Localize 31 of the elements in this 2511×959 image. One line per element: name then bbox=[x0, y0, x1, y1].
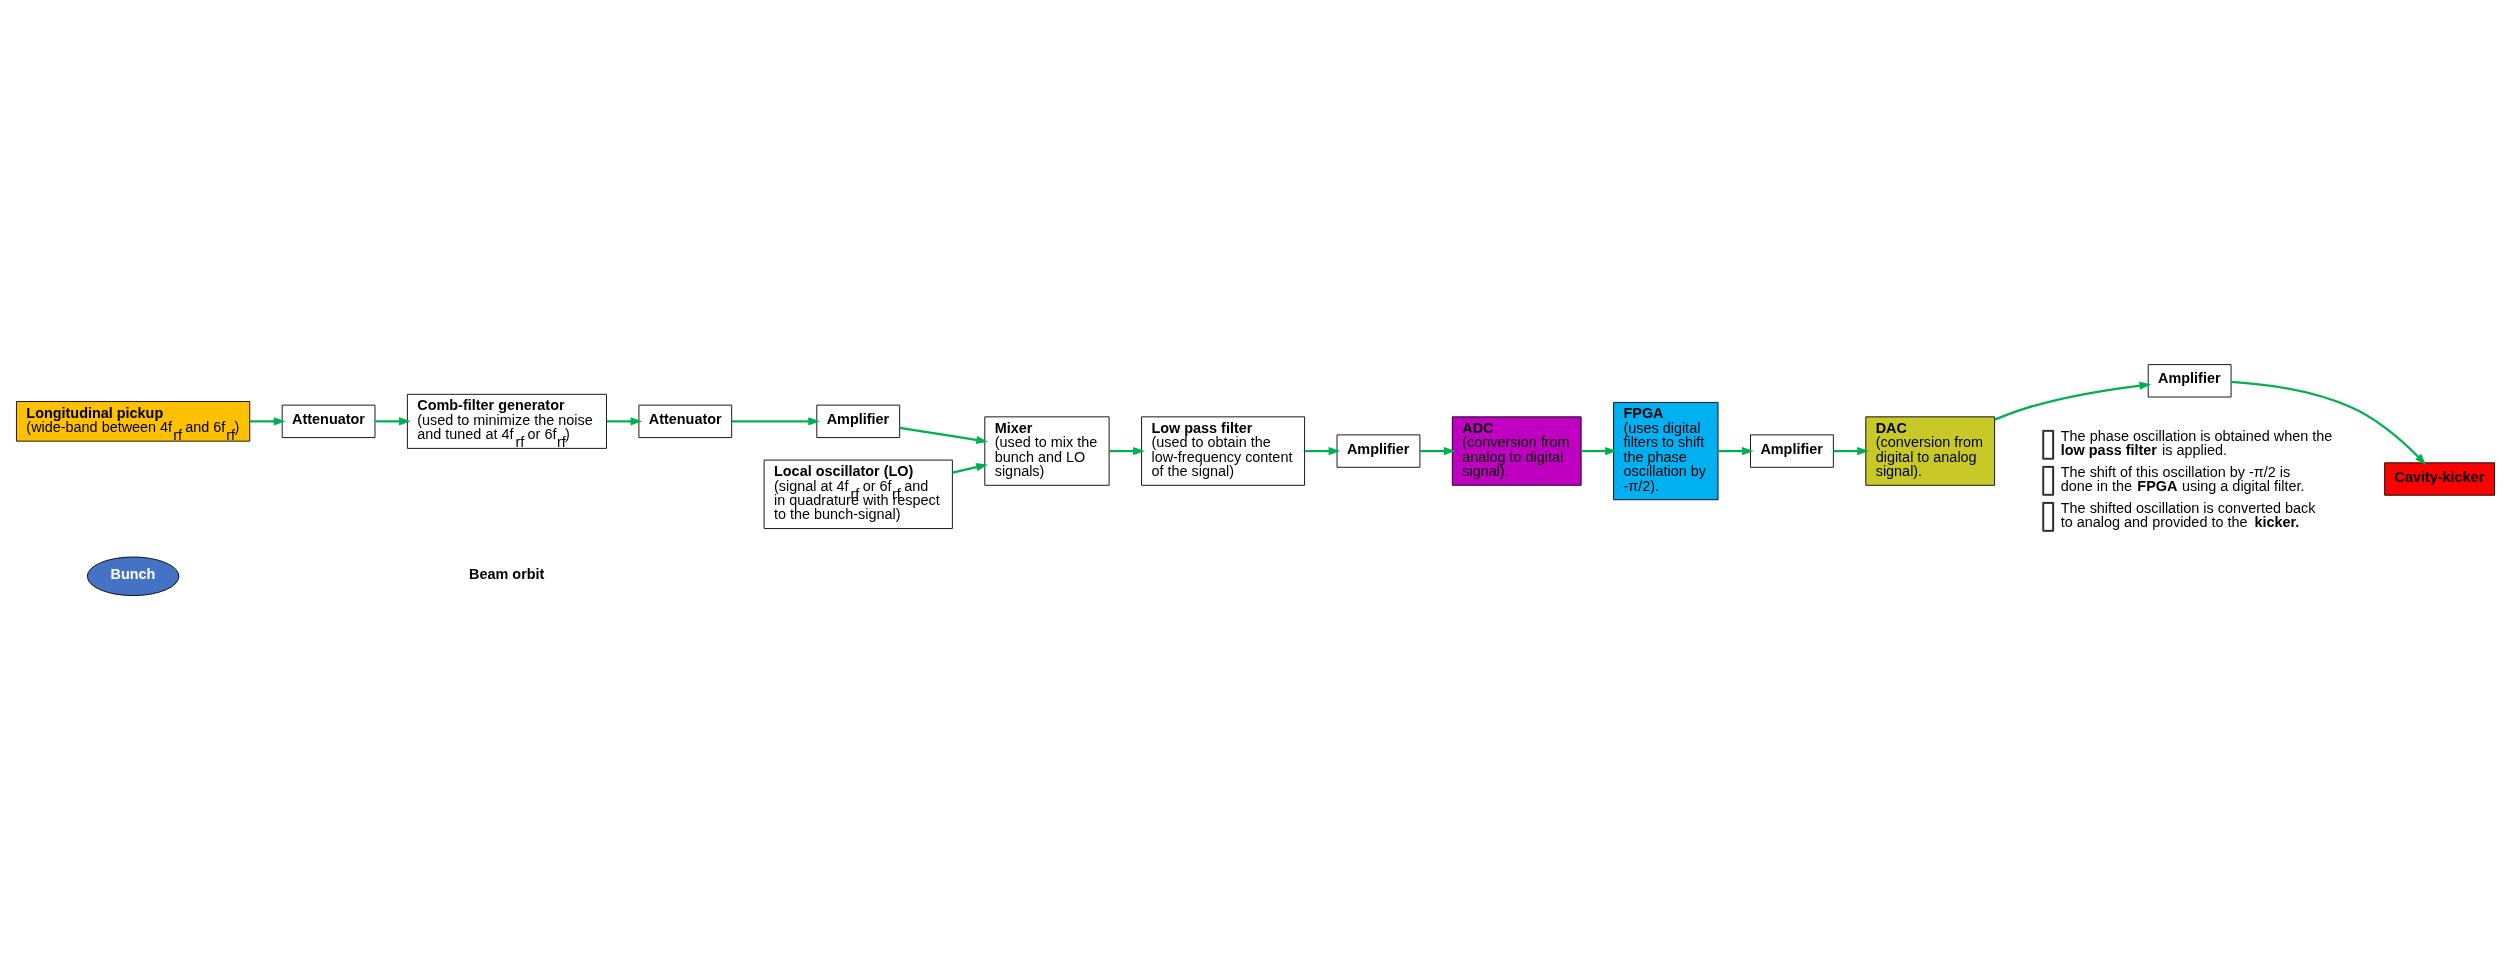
arrow bbox=[1304, 446, 1341, 455]
node-box: DAC (conversion from digital to analog signal). bbox=[1865, 415, 1996, 486]
arrow bbox=[1581, 446, 1617, 455]
arrow bbox=[375, 416, 411, 425]
arrow bbox=[1994, 381, 2152, 421]
label: Beam orbit bbox=[469, 565, 545, 582]
arrow bbox=[250, 416, 286, 425]
arrow bbox=[1419, 446, 1456, 455]
label: The shift of this oscillation by -π/2 is done in the FPGA using a digital filter. bbox=[2060, 463, 2305, 494]
node-box: Amplifier bbox=[2147, 363, 2232, 397]
node-box: ADC (conversion from analog to digital signal). bbox=[1451, 415, 1582, 486]
node-ellipse: Bunch bbox=[86, 556, 180, 596]
arrow bbox=[1109, 446, 1145, 455]
label: The shifted oscillation is converted back to analog and provided to the kicker. bbox=[2060, 499, 2316, 530]
arrow bbox=[1718, 446, 1754, 455]
node-box: FPGA (uses digital filters to shift the phase oscillation by -π/2). bbox=[1613, 401, 1719, 500]
node-box: Mixer (used to mix the bunch and LO signals) bbox=[984, 415, 1110, 486]
arrow bbox=[899, 426, 988, 444]
arrow bbox=[2231, 380, 2427, 465]
node-box: Low pass filter (used to obtain the low-frequency content of the signal) bbox=[1141, 415, 1306, 486]
node-box: Cavity-kicker bbox=[2384, 461, 2495, 496]
node-box: Amplifier bbox=[1336, 433, 1421, 468]
node-box: Amplifier bbox=[816, 404, 901, 438]
node-box: Attenuator bbox=[638, 404, 733, 438]
arrow bbox=[732, 416, 820, 425]
node-box: Attenuator bbox=[281, 404, 376, 438]
label: The phase oscillation is obtained when the low pass filter is applied. bbox=[2060, 427, 2333, 458]
arrow bbox=[606, 416, 643, 425]
arrow bbox=[1833, 446, 1869, 455]
arrow bbox=[952, 462, 988, 474]
node-box: Amplifier bbox=[1750, 433, 1834, 468]
